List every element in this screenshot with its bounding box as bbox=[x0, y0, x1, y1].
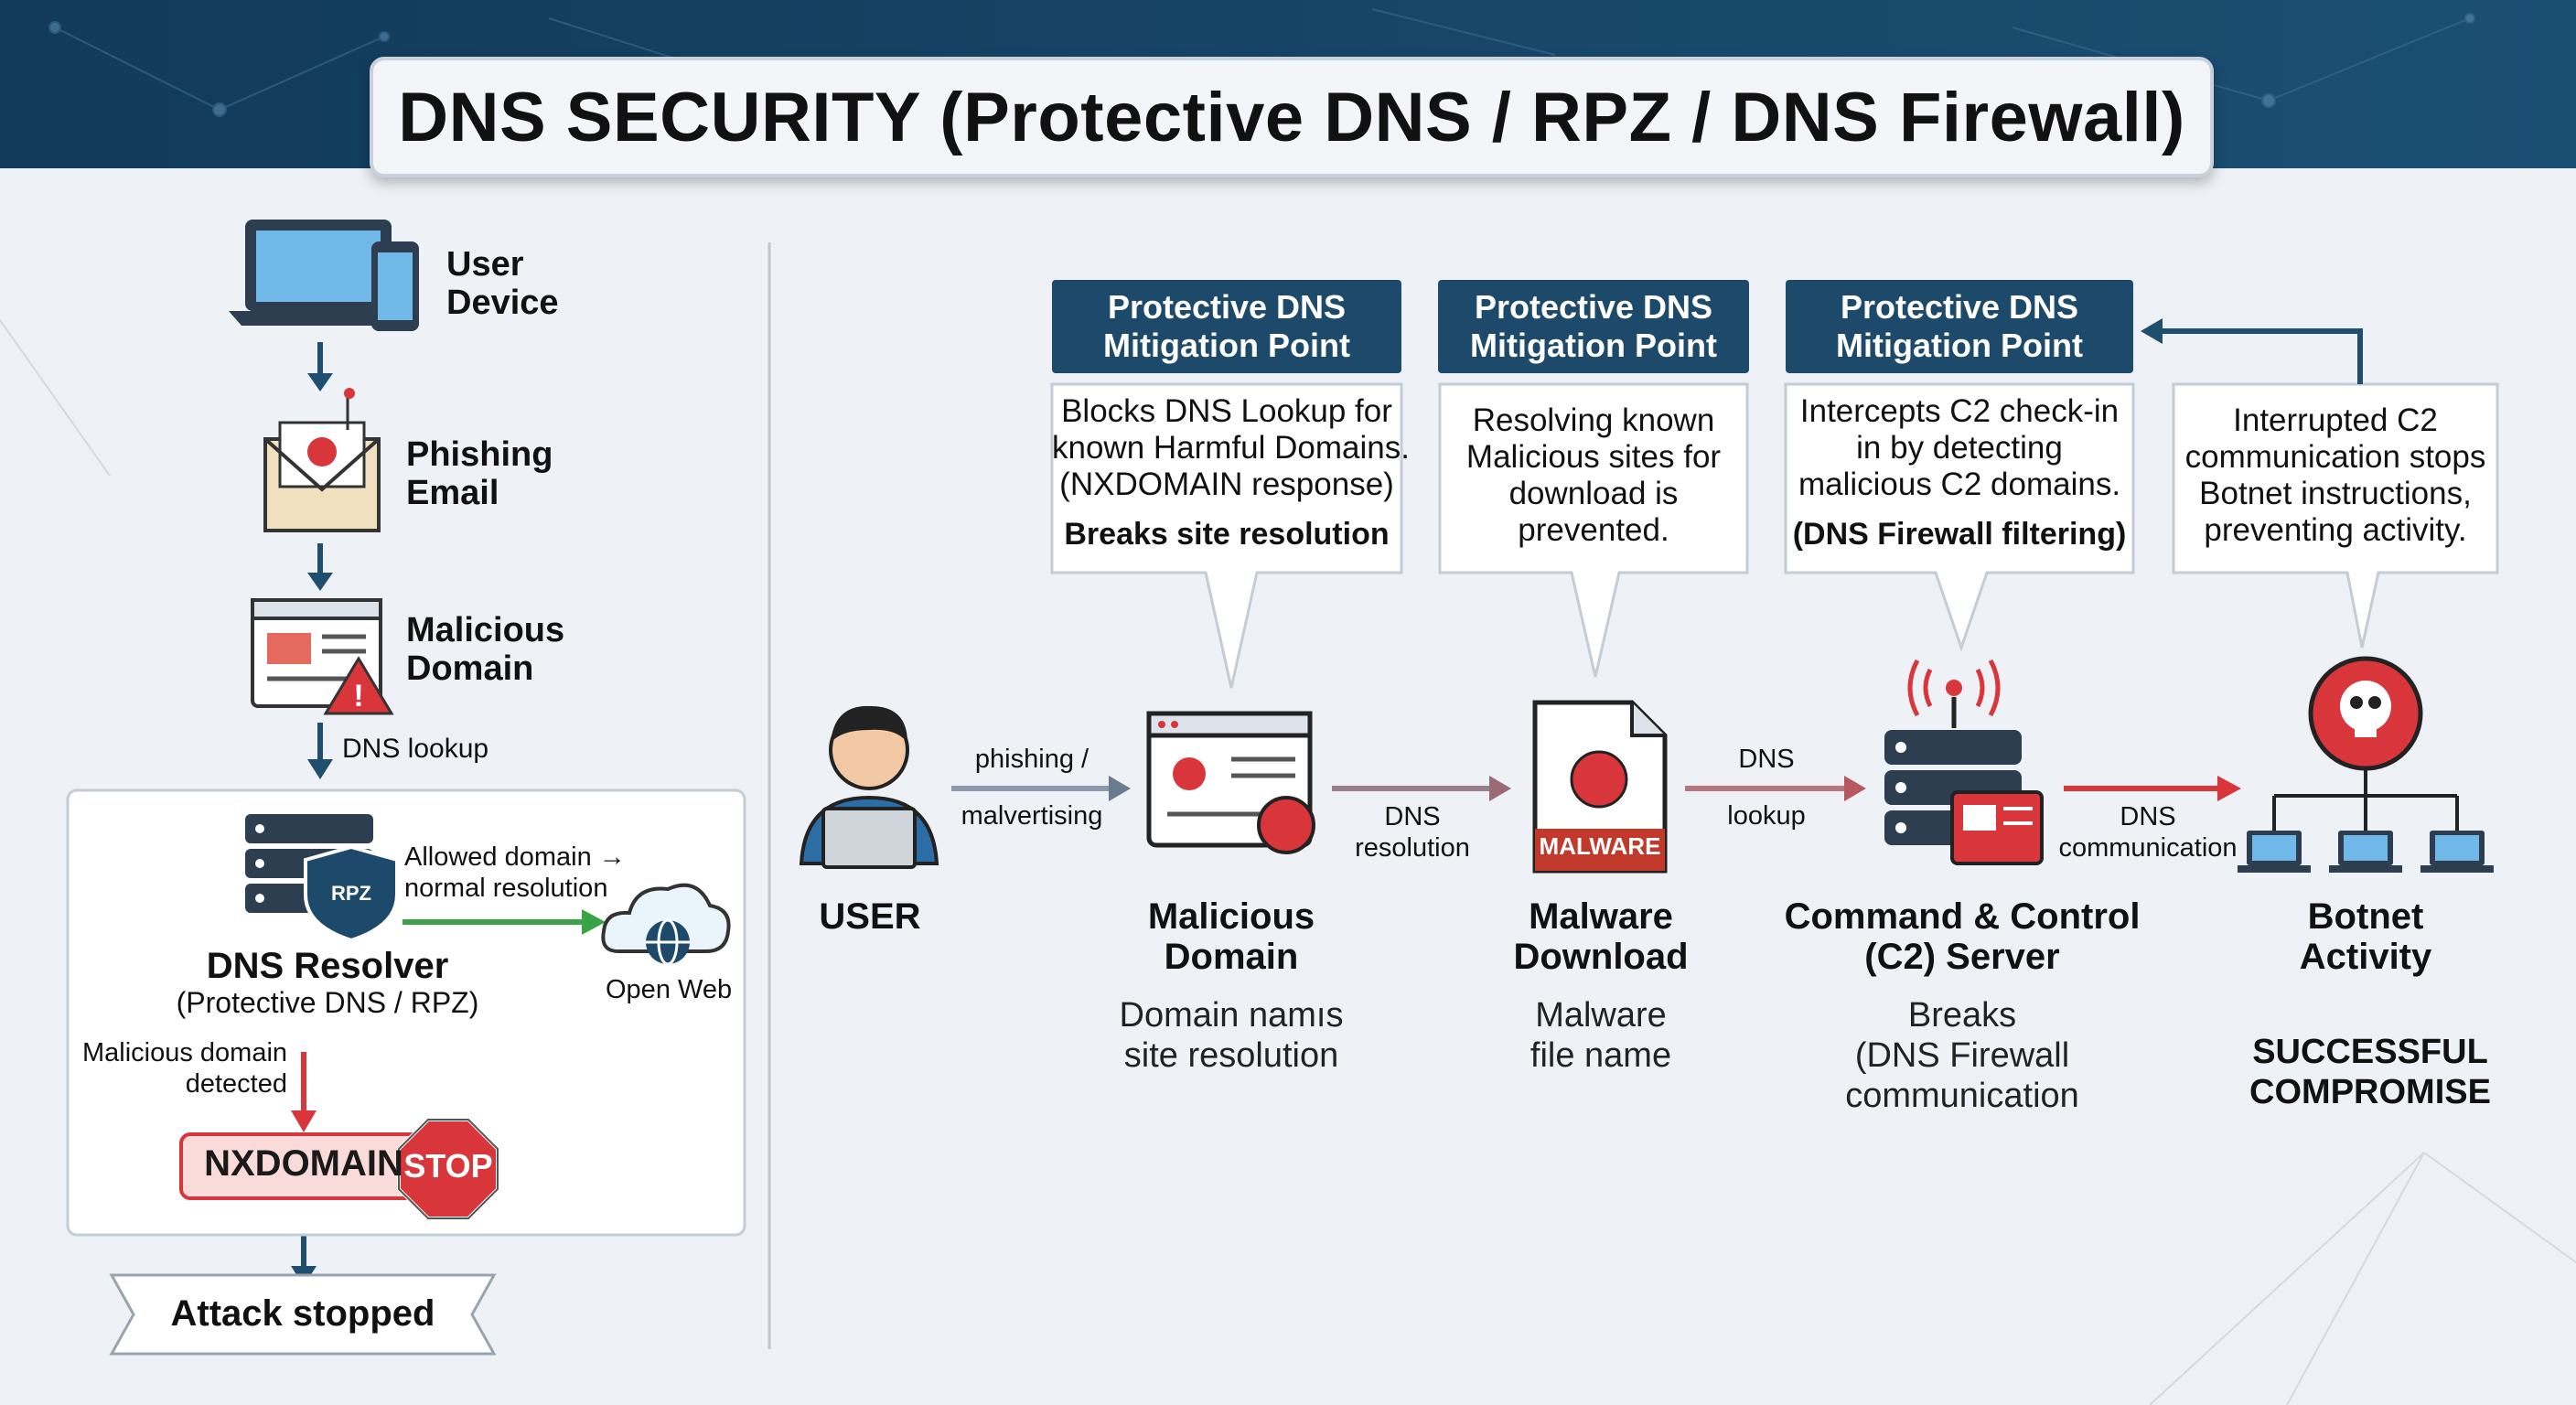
mitigation-header-1: Protective DNS Mitigation Point bbox=[1052, 280, 1401, 373]
bubble-2 bbox=[1438, 382, 1749, 678]
user-label: USER bbox=[819, 896, 921, 937]
malicious-domain-desc: Domain namıs site resolution bbox=[1119, 996, 1344, 1075]
attack-stopped-label: Attack stopped bbox=[170, 1293, 435, 1334]
edge1-top-label: phishing / bbox=[974, 745, 1089, 774]
malware-badge: MALWARE bbox=[1539, 832, 1661, 860]
malware-desc: Malware file name bbox=[1530, 996, 1672, 1075]
phishing-email-icon bbox=[263, 388, 381, 532]
c2-server-icon bbox=[1884, 659, 2044, 865]
bubble-1 bbox=[1050, 382, 1403, 689]
malicious-domain-node-label: Malicious Domain bbox=[1147, 896, 1315, 977]
edge3-bottom-label: lookup bbox=[1727, 801, 1806, 831]
svg-text:!: ! bbox=[353, 679, 363, 713]
botnet-icon bbox=[2238, 656, 2494, 873]
bubble-3-text: Intercepts C2 check-in in by detecting m… bbox=[1798, 393, 2121, 502]
malicious-domain-icon: ! bbox=[251, 598, 394, 715]
open-web-cloud-icon bbox=[601, 883, 731, 966]
malware-download-label: Malware Download bbox=[1513, 896, 1689, 977]
page-title: DNS SECURITY (Protective DNS / RPZ / DNS… bbox=[398, 78, 2185, 156]
user-icon bbox=[799, 705, 939, 869]
edge1-bottom-label: malvertising bbox=[961, 801, 1103, 831]
phishing-email-label: Phishing Email bbox=[406, 435, 553, 512]
malicious-domain-window-icon bbox=[1146, 711, 1315, 854]
stop-label: STOP bbox=[403, 1147, 493, 1185]
dns-lookup-label: DNS lookup bbox=[342, 734, 489, 764]
laptop-phone-icon bbox=[229, 220, 419, 331]
resolver-panel bbox=[66, 788, 746, 1237]
bubble-4-text: Interrupted C2 communication stops Botne… bbox=[2184, 402, 2486, 548]
mitigation-header-2: Protective DNS Mitigation Point bbox=[1438, 280, 1749, 373]
dns-server-icon bbox=[245, 814, 399, 943]
malicious-detected-label: Malicious domain detected bbox=[82, 1038, 288, 1099]
c2-desc: Breaks (DNS Firewall communication bbox=[1845, 996, 2079, 1115]
allowed-domain-label: Allowed domain → normal resolution bbox=[404, 842, 626, 903]
c2-server-label: Command & Control (C2) Server bbox=[1784, 896, 2141, 977]
malware-file-icon bbox=[1532, 700, 1668, 874]
bubble-2-text: Resolving known Malicious sites for down… bbox=[1465, 402, 1722, 548]
user-device-label: User Device bbox=[446, 245, 559, 322]
bubble-1-text: Blocks DNS Lookup for known Harmful Doma… bbox=[1052, 393, 1410, 502]
title-banner: DNS SECURITY (Protective DNS / RPZ / DNS… bbox=[370, 57, 2214, 177]
edge3-top-label: DNS bbox=[1738, 745, 1795, 774]
malicious-domain-label: Malicious Domain bbox=[406, 611, 565, 688]
edge2-label: DNS resolution bbox=[1355, 802, 1470, 863]
resolver-subtitle: (Protective DNS / RPZ) bbox=[176, 986, 479, 1019]
attack-stopped-ribbon bbox=[109, 1273, 497, 1356]
rpz-badge: RPZ bbox=[331, 882, 371, 905]
resolver-title: DNS Resolver bbox=[206, 946, 449, 986]
nxdomain-label: NXDOMAIN bbox=[204, 1143, 403, 1184]
bubble-1-bold: Breaks site resolution bbox=[1064, 517, 1390, 552]
botnet-label: Botnet Activity bbox=[2299, 896, 2432, 977]
open-web-label: Open Web bbox=[606, 975, 733, 1004]
bubble-4 bbox=[2172, 382, 2499, 649]
mitigation-header-3: Protective DNS Mitigation Point bbox=[1786, 280, 2133, 373]
bubble-3-bold: (DNS Firewall filtering) bbox=[1792, 517, 2127, 552]
compromise-label: SUCCESSFUL COMPROMISE bbox=[2249, 1033, 2491, 1111]
bubble-3 bbox=[1784, 382, 2135, 652]
edge4-label: DNS communication bbox=[2058, 802, 2238, 863]
